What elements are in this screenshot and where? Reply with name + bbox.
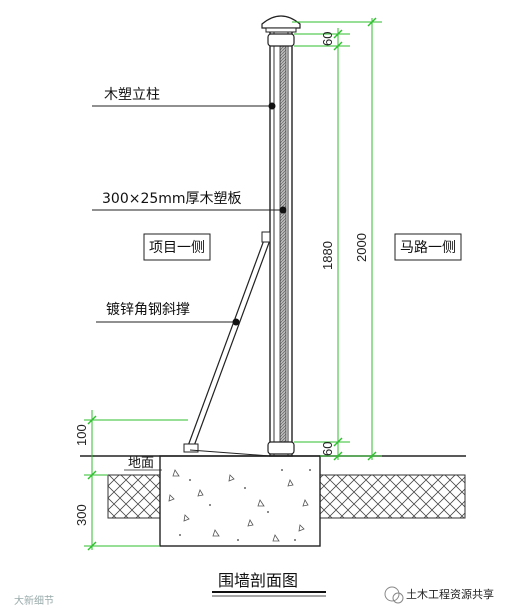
project-side-box [143,233,211,261]
concrete-footing [159,455,321,547]
post-cap [261,15,301,29]
watermark-right: 土木工程资源共享 [384,586,494,604]
dim-tick [87,415,97,425]
watermark-left: 大新细节 [14,594,54,607]
board-label: 300×25mm厚木塑板 [102,191,242,207]
project-side-label: 项目一侧 [149,240,205,256]
concrete-aggregate [168,469,309,542]
post-cap-base [265,27,297,33]
watermark-right-text: 土木工程资源共享 [406,587,494,601]
dim-top-cap: 60 [320,32,335,46]
road-side-box [394,233,462,261]
soil-hatch-right [319,474,466,519]
dim-total-height: 2000 [354,233,369,262]
dim-tick [367,17,377,27]
brace-foot-line [189,449,271,457]
wechat-icon-inner [392,592,404,604]
top-bracket [267,33,295,47]
dim-footing-depth: 300 [74,504,89,526]
dim-tick [333,451,343,461]
brace-leader-dot [232,318,240,326]
dim-tick [333,437,343,447]
post-label: 木塑立柱 [104,87,160,103]
post-leader-dot [268,102,276,110]
soil-hatch-left [107,474,161,519]
dim-bottom-gap: 60 [320,442,335,456]
galvanized-angle-brace [187,239,265,447]
dim-tick [87,470,97,480]
brace-label: 镀锌角钢斜撑 [106,301,190,318]
dim-tick [333,41,343,51]
dim-board-height: 1880 [320,241,335,270]
wechat-icon [384,586,400,602]
brace-top-plate [261,231,271,243]
dim-tick [367,451,377,461]
concrete-dots [179,469,311,541]
board-leader-dot [279,206,287,214]
dim-tick [333,29,343,39]
drawing-title: 围墙剖面图 [218,571,298,590]
galvanized-angle-brace [193,239,271,447]
wpc-board [279,45,287,443]
dim-tick [87,541,97,551]
bottom-bracket [267,441,295,455]
dim-above-ground: 100 [74,424,89,446]
brace-bottom-plate [183,443,199,453]
ground-label: 地面 [128,456,154,471]
watermark-left-text: 大新细节 [14,594,54,607]
road-side-label: 马路一侧 [400,240,456,256]
